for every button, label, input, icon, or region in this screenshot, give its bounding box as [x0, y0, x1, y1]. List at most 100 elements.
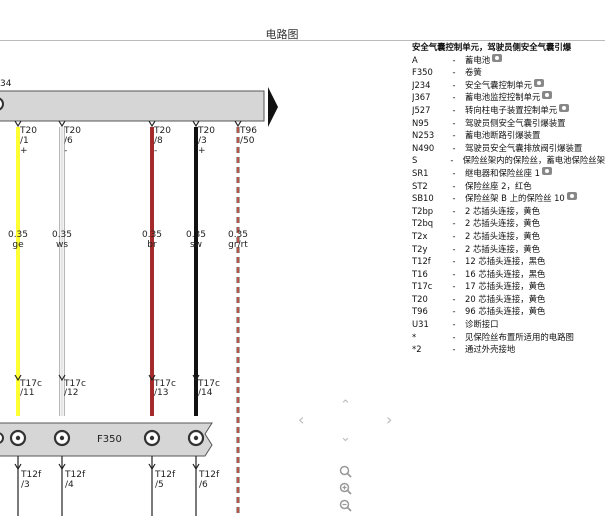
legend-dash: -	[452, 331, 456, 342]
legend-item: T96-96 芯插头连接，黄色	[412, 305, 605, 318]
left-label: 34	[0, 79, 12, 89]
legend-text: 2 芯插头连接，黄色	[465, 243, 540, 254]
legend-text: 20 芯插头连接，黄色	[465, 293, 546, 304]
legend-item: N253-蓄电池断路引爆装置	[412, 129, 605, 142]
legend-dash: -	[452, 180, 456, 191]
wire-polarity: +	[20, 146, 28, 156]
title-divider	[0, 40, 605, 41]
legend-code: T96	[412, 306, 428, 317]
legend-code: U31	[412, 319, 429, 330]
legend-item: T16-16 芯插头连接，黑色	[412, 268, 605, 281]
legend-item: N490-驾驶员安全气囊排放阀引爆装置	[412, 142, 605, 155]
zoom-out-icon[interactable]	[339, 499, 353, 513]
legend-item: T2x-2 芯插头连接，黄色	[412, 230, 605, 243]
wire-mid-pin	[148, 374, 156, 382]
wire-top-pin	[234, 120, 242, 128]
page-title: 电路图	[265, 28, 299, 41]
wire-end-pin-number: /3	[21, 480, 30, 490]
pan-down-icon[interactable]: ⌄	[340, 430, 351, 445]
camera-icon[interactable]	[566, 192, 577, 201]
wires-group: T20/1+0.35geT17c/11T12f/3T20/6-0.35wsT17…	[8, 120, 257, 516]
legend-text: 12 芯插头连接，黑色	[465, 256, 546, 267]
camera-icon[interactable]	[492, 53, 503, 62]
zoom-in-icon[interactable]	[339, 482, 353, 496]
wire-mid-pin	[14, 374, 22, 382]
legend-text: 安全气囊控制单元	[465, 79, 532, 90]
wire-mid-pin-number: /13	[154, 388, 168, 398]
legend-text: 17 芯插头连接，黄色	[465, 281, 546, 292]
zoom-icon[interactable]	[339, 465, 353, 479]
wire-end-connector: T12f	[64, 470, 86, 480]
wire-top-connector: T20	[63, 126, 81, 136]
legend-item: J234 -安全气囊控制单元	[412, 78, 605, 92]
pan-left-icon[interactable]: ‹	[298, 410, 305, 429]
legend-code: T16	[412, 268, 428, 279]
wire-top-connector: T20	[197, 126, 215, 136]
continue-arrow[interactable]	[268, 87, 278, 127]
legend-item: T2bq-2 芯插头连接，黄色	[412, 217, 605, 230]
legend-dash: -	[452, 79, 456, 90]
legend-code: *	[412, 331, 417, 342]
legend-text: 驾驶员安全气囊排放阀引爆装置	[465, 142, 583, 153]
wire-mid-pin-number: /11	[20, 388, 34, 398]
legend-code: J234	[412, 79, 431, 90]
legend-dash: -	[452, 205, 456, 216]
legend-item: ST2-保险丝座 2，红色	[412, 180, 605, 193]
wire-end-connector: T12f	[198, 470, 220, 480]
wire-top-pin-number: /50	[240, 136, 255, 146]
legend-item: S-保险丝架内的保险丝，蓄电池保险丝架	[412, 154, 605, 167]
wire-top-connector: T20	[153, 126, 171, 136]
wire-end-pin	[192, 463, 200, 471]
legend-item: N95-驾驶员侧安全气囊引爆装置	[412, 117, 605, 130]
f350-component-bar	[0, 422, 213, 457]
legend-text: 卷簧	[465, 67, 482, 78]
wire-top-pin-number: /6	[64, 136, 73, 146]
legend-text: 保险丝座 2，红色	[465, 180, 532, 191]
legend-item: A-蓄电池	[412, 53, 605, 67]
legend-item: T17c-17 芯插头连接，黄色	[412, 280, 605, 293]
wire-mid-connector: T17c	[153, 379, 176, 389]
legend-code: S	[412, 155, 418, 166]
legend-dash: -	[452, 130, 456, 141]
pan-up-icon[interactable]: ⌃	[340, 398, 351, 413]
legend-item: SR1-继电器和保险丝座 1	[412, 166, 605, 180]
wire-size: 0.35	[186, 230, 206, 240]
wire-mid-pin-number: /14	[198, 388, 213, 398]
wire-polarity: +	[198, 146, 206, 156]
legend-item: SB10-保险丝架 B 上的保险丝 10	[412, 192, 605, 205]
camera-icon[interactable]	[559, 103, 570, 112]
wire-end-pin-number: /5	[155, 480, 164, 490]
legend-text: 诊断接口	[465, 319, 499, 330]
wire-size: 0.35	[228, 230, 248, 240]
wire-mid-pin	[58, 374, 66, 382]
wire-top-pin	[14, 120, 22, 128]
f350-terminal-dot	[149, 435, 155, 441]
pan-right-icon[interactable]: ›	[386, 410, 393, 429]
legend-dash: -	[452, 230, 456, 241]
camera-icon[interactable]	[542, 166, 552, 175]
top-left-terminal	[0, 97, 4, 111]
legend-dash: -	[452, 67, 456, 78]
legend-item: * -见保险丝布置所适用的电路图	[412, 331, 605, 344]
wire-color-code: ws	[56, 240, 68, 250]
camera-icon[interactable]	[534, 78, 544, 87]
legend-code: T12f	[412, 256, 431, 267]
legend-text: 驾驶员侧安全气囊引爆装置	[465, 117, 566, 128]
legend-text: 保险丝架内的保险丝，蓄电池保险丝架	[462, 155, 605, 166]
f350-terminal-dot	[15, 435, 21, 441]
top-component-bar	[0, 90, 265, 122]
legend-text: 见保险丝布置所适用的电路图	[465, 331, 574, 342]
legend-dash: -	[452, 268, 456, 279]
legend-dash: -	[452, 319, 456, 330]
wire-end-connector: T12f	[154, 470, 176, 480]
wire-color-code: ge	[12, 240, 24, 250]
camera-icon[interactable]	[542, 91, 553, 100]
legend-item: U31 -诊断接口	[412, 318, 605, 331]
legend-item: *2-通过外壳接地	[412, 343, 605, 356]
legend-dash: -	[452, 293, 456, 304]
legend-text: 蓄电池	[465, 54, 491, 65]
wire-size: 0.35	[142, 230, 162, 240]
circuit-diagram[interactable]: 34 F350 T20/1+0.35geT17c/11T12f/3T20/6-0…	[0, 41, 605, 516]
legend-item: T12f-12 芯插头连接，黑色	[412, 255, 605, 268]
